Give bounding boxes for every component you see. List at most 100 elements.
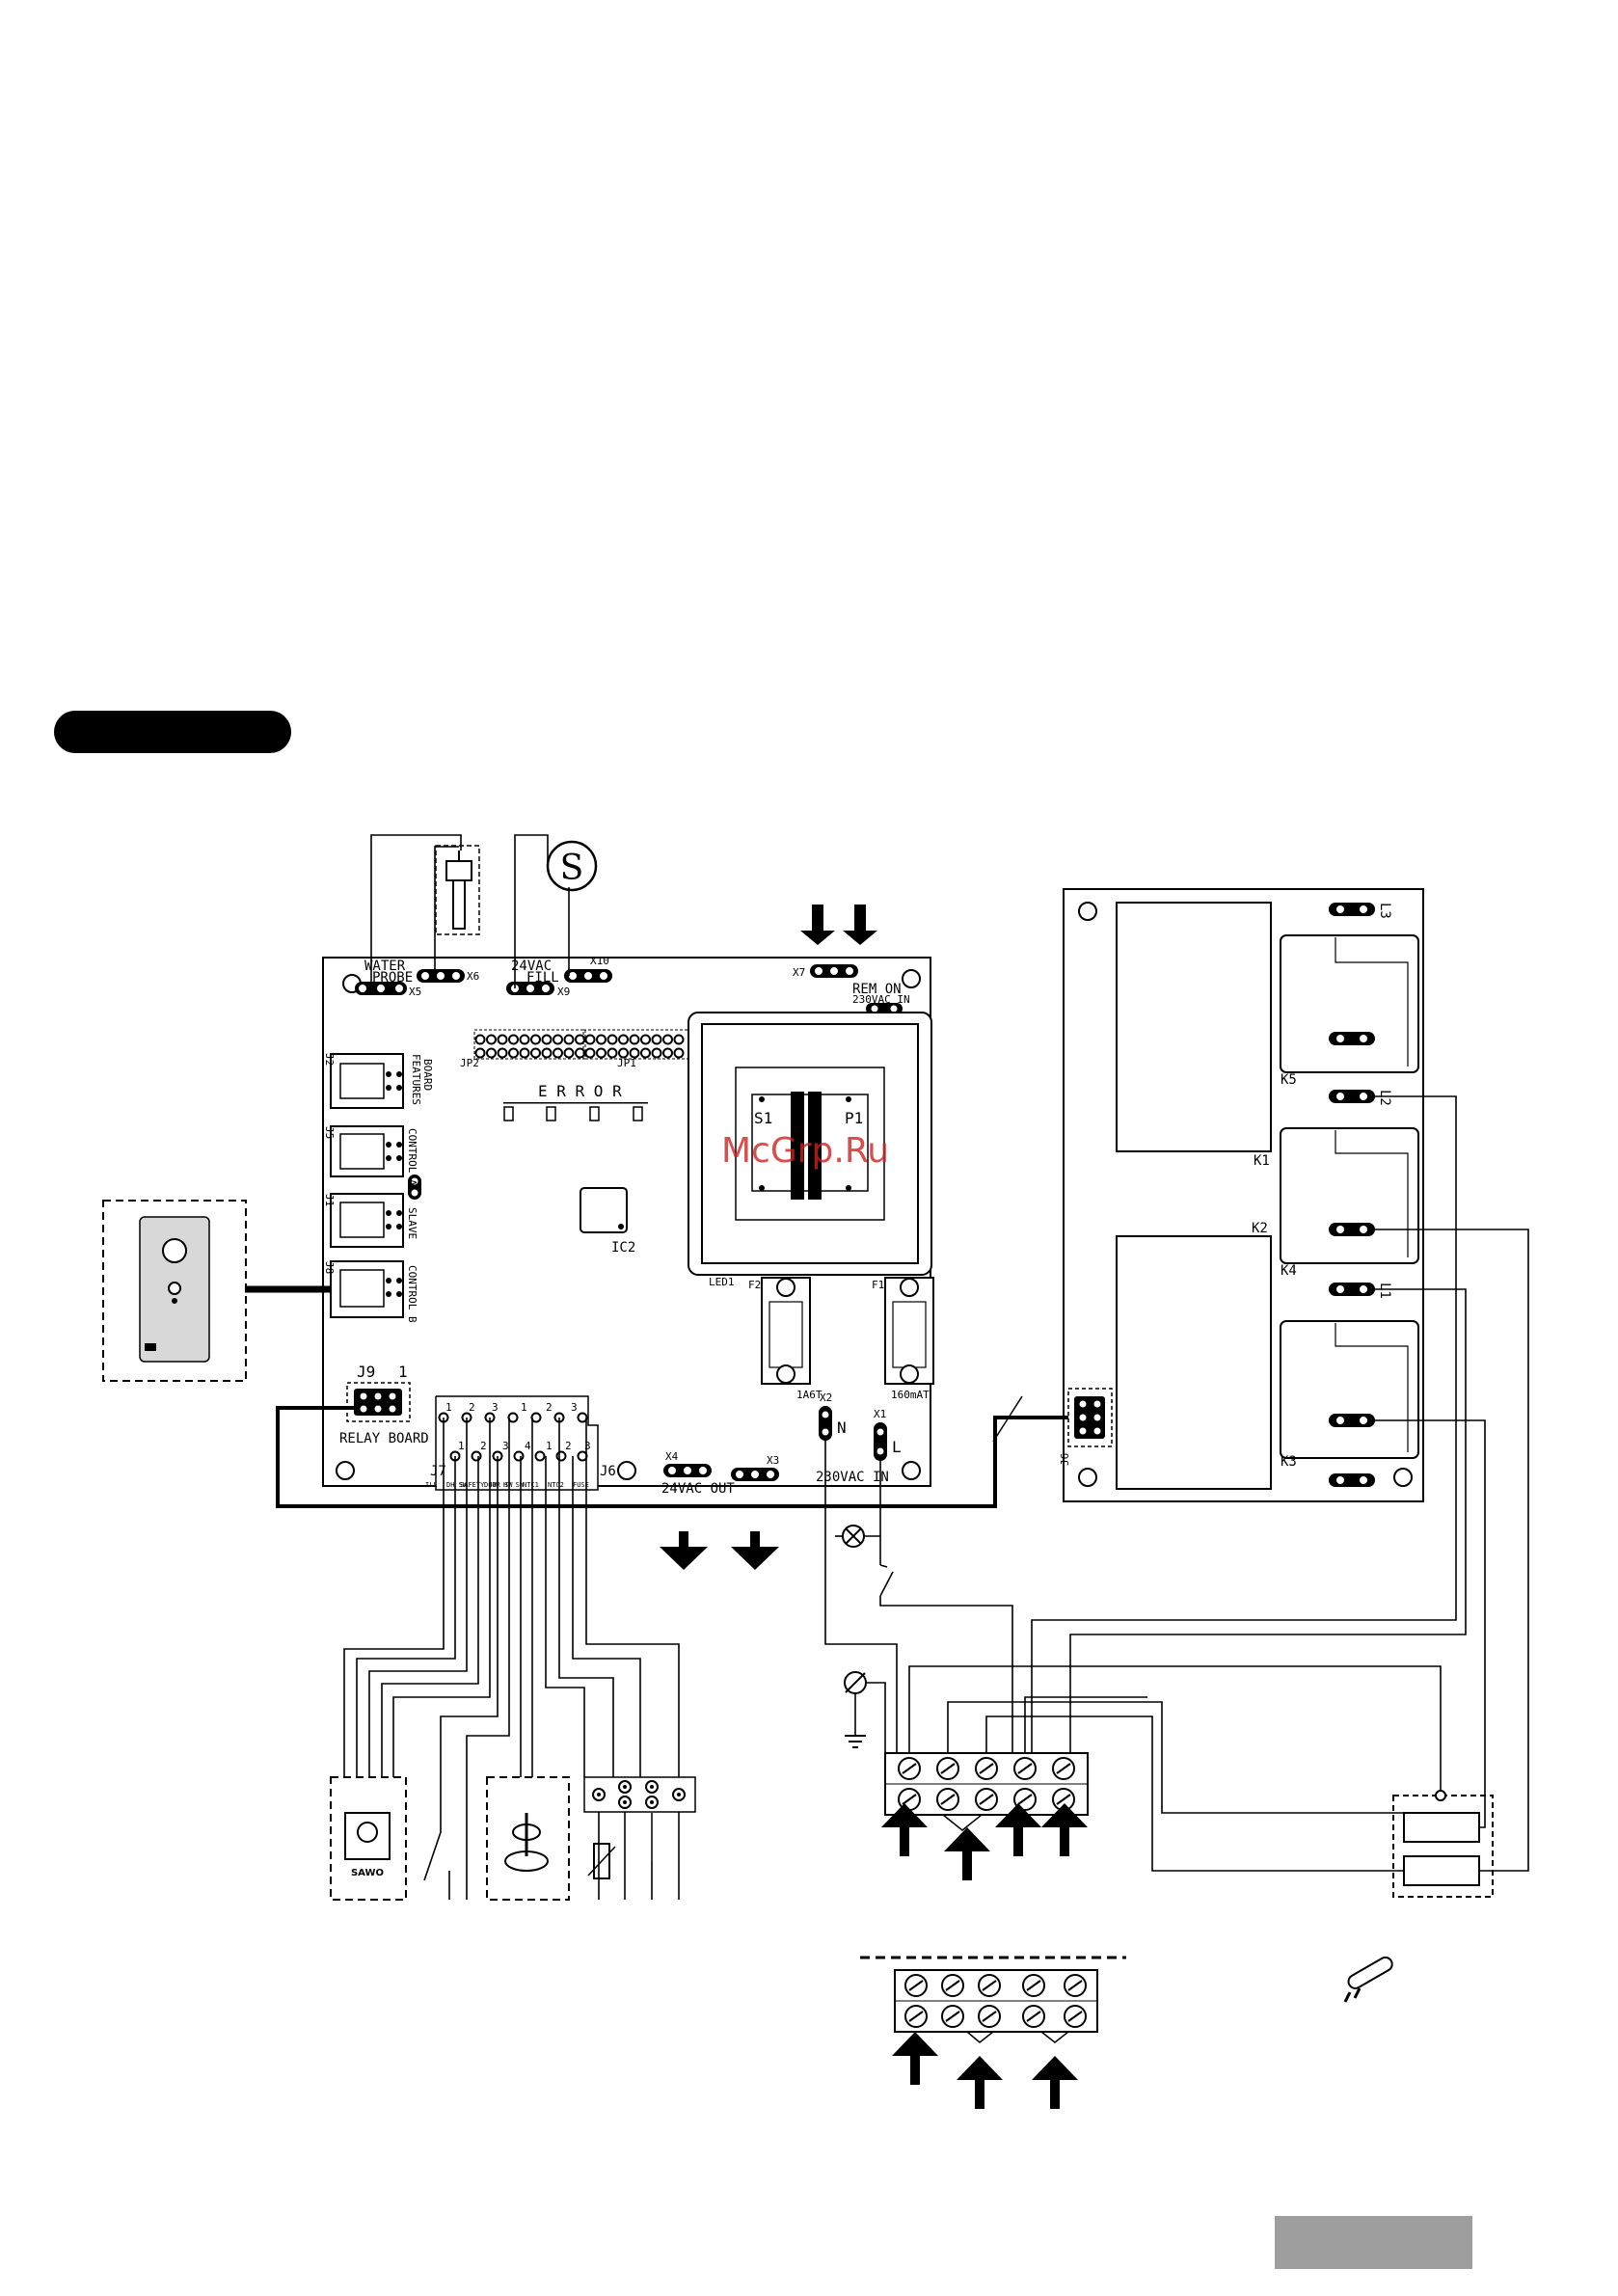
label-board: BOARD <box>421 1059 434 1091</box>
label-n: N <box>837 1418 847 1437</box>
label-relay-j6: J6 <box>1059 1453 1071 1466</box>
label-j8: J8 <box>323 1261 336 1274</box>
label-ic2: IC2 <box>611 1240 635 1256</box>
label-sawo: SAWO <box>351 1868 384 1878</box>
terminal-x3 <box>731 1468 779 1481</box>
j7-pin-bottom <box>513 1450 525 1462</box>
pin-bottom-5: 1 <box>546 1440 553 1452</box>
jp2-pin <box>530 1047 541 1059</box>
label-l1: L1 <box>1377 1283 1392 1299</box>
j7-pin-top <box>530 1412 542 1423</box>
label-24vac: 24VAC <box>511 959 552 974</box>
label-led1: LED1 <box>709 1276 735 1288</box>
label-x10: X10 <box>590 955 609 967</box>
label-j7-ill: ILL <box>425 1481 438 1489</box>
label-x5: X5 <box>409 986 421 998</box>
label-features: FEATURES <box>410 1054 422 1105</box>
jp2-pin <box>474 1047 486 1059</box>
label-230vac-in-top: 230VAC IN <box>852 993 910 1006</box>
label-k3: K3 <box>1281 1454 1297 1470</box>
relay-board: J6 L3 L2 L1 K1 K2 K3 K4 K5 <box>1059 888 1424 1502</box>
arrow-down-icon <box>843 905 877 945</box>
terminal-x9 <box>506 982 554 995</box>
arrow-up-icon <box>995 1803 1041 1856</box>
terminal-slave-jumper <box>408 1175 421 1200</box>
label-x1: X1 <box>874 1408 886 1420</box>
mains-terminal-block <box>884 1752 1089 1816</box>
label-jp1: JP1 <box>617 1057 636 1069</box>
jp2-pin <box>541 1047 553 1059</box>
connector-relay-j6 <box>1067 1388 1113 1447</box>
label-j7-ht-sw: HT SW <box>503 1481 525 1489</box>
jp1-pin <box>640 1047 651 1059</box>
jp2-pin <box>575 1034 585 1045</box>
heating-element-icon <box>1343 1956 1393 2003</box>
terminal-x2 <box>819 1406 832 1441</box>
jp2-pin <box>508 1047 519 1059</box>
fuse-f1 <box>884 1277 934 1385</box>
jp2-pin <box>563 1034 575 1045</box>
jp1-pin <box>618 1047 629 1059</box>
terminal-x5 <box>355 982 407 995</box>
jp1-pin <box>596 1047 607 1059</box>
label-p1: P1 <box>845 1109 863 1127</box>
wires <box>245 834 1529 1900</box>
jp1-pin <box>607 1034 618 1045</box>
jp2-pin <box>497 1047 508 1059</box>
terminal-x6 <box>417 969 465 983</box>
chip-ic2 <box>580 1187 628 1233</box>
label-j6-ntc1: NTC1 <box>523 1481 539 1489</box>
jp2-pin <box>563 1047 575 1059</box>
label-x7: X7 <box>793 966 805 979</box>
jp1-pin <box>673 1047 685 1059</box>
pin-top-2: 2 <box>469 1401 475 1414</box>
label-230vac-in: 230VAC IN <box>816 1470 889 1485</box>
jp1-pin <box>673 1034 685 1045</box>
pin-bottom-4: 4 <box>525 1440 531 1452</box>
pin-bottom-2: 2 <box>480 1440 487 1452</box>
terminal-x10 <box>564 969 612 983</box>
pin-top-5: 2 <box>546 1401 553 1414</box>
label-j7-dh-sw: DH SW <box>446 1481 468 1489</box>
arrow-up-icon <box>881 1803 928 1856</box>
alt-terminal-block <box>860 1956 1126 2033</box>
j7-pin-bottom <box>555 1450 567 1462</box>
error-led-4 <box>633 1106 643 1121</box>
label-l3: L3 <box>1377 903 1392 919</box>
jp1-pin <box>584 1047 596 1059</box>
jp1-pin <box>618 1034 629 1045</box>
j7-pin-bottom <box>577 1450 588 1462</box>
relay-k1 <box>1116 902 1272 1152</box>
jp1-pin <box>651 1047 662 1059</box>
label-j7: J7 <box>430 1464 446 1479</box>
connector-j5 <box>330 1125 404 1177</box>
fill-solenoid: S <box>546 840 598 892</box>
label-fill: FILL <box>526 970 559 986</box>
arrow-up-icon <box>1041 1803 1088 1856</box>
jp2-pin <box>530 1034 541 1045</box>
fuse-f2 <box>761 1277 811 1385</box>
pin-bottom-6: 2 <box>565 1440 572 1452</box>
label-relay-board: RELAY BOARD <box>339 1431 429 1446</box>
arrow-up-icon <box>957 2056 1003 2109</box>
jp2-pin <box>508 1034 519 1045</box>
section-header-bar <box>54 711 291 753</box>
label-solenoid-s: S <box>560 849 584 888</box>
knob-icon <box>162 1238 187 1263</box>
error-led-3 <box>589 1106 600 1121</box>
transformer <box>688 1012 932 1276</box>
jp1-pin <box>629 1034 640 1045</box>
fan-box <box>486 1776 570 1901</box>
label-j6: J6 <box>600 1464 616 1479</box>
label-error: E R R O R <box>538 1082 622 1100</box>
jp2-pin <box>519 1034 530 1045</box>
jp2-pin <box>541 1034 553 1045</box>
j7-pin-bottom <box>471 1450 482 1462</box>
label-s1: S1 <box>754 1109 772 1127</box>
terminal-x7 <box>810 964 858 978</box>
label-k1: K1 <box>1254 1153 1270 1169</box>
label-water: WATER <box>364 959 406 974</box>
label-x9: X9 <box>557 986 570 998</box>
jp2-pin <box>474 1034 486 1045</box>
